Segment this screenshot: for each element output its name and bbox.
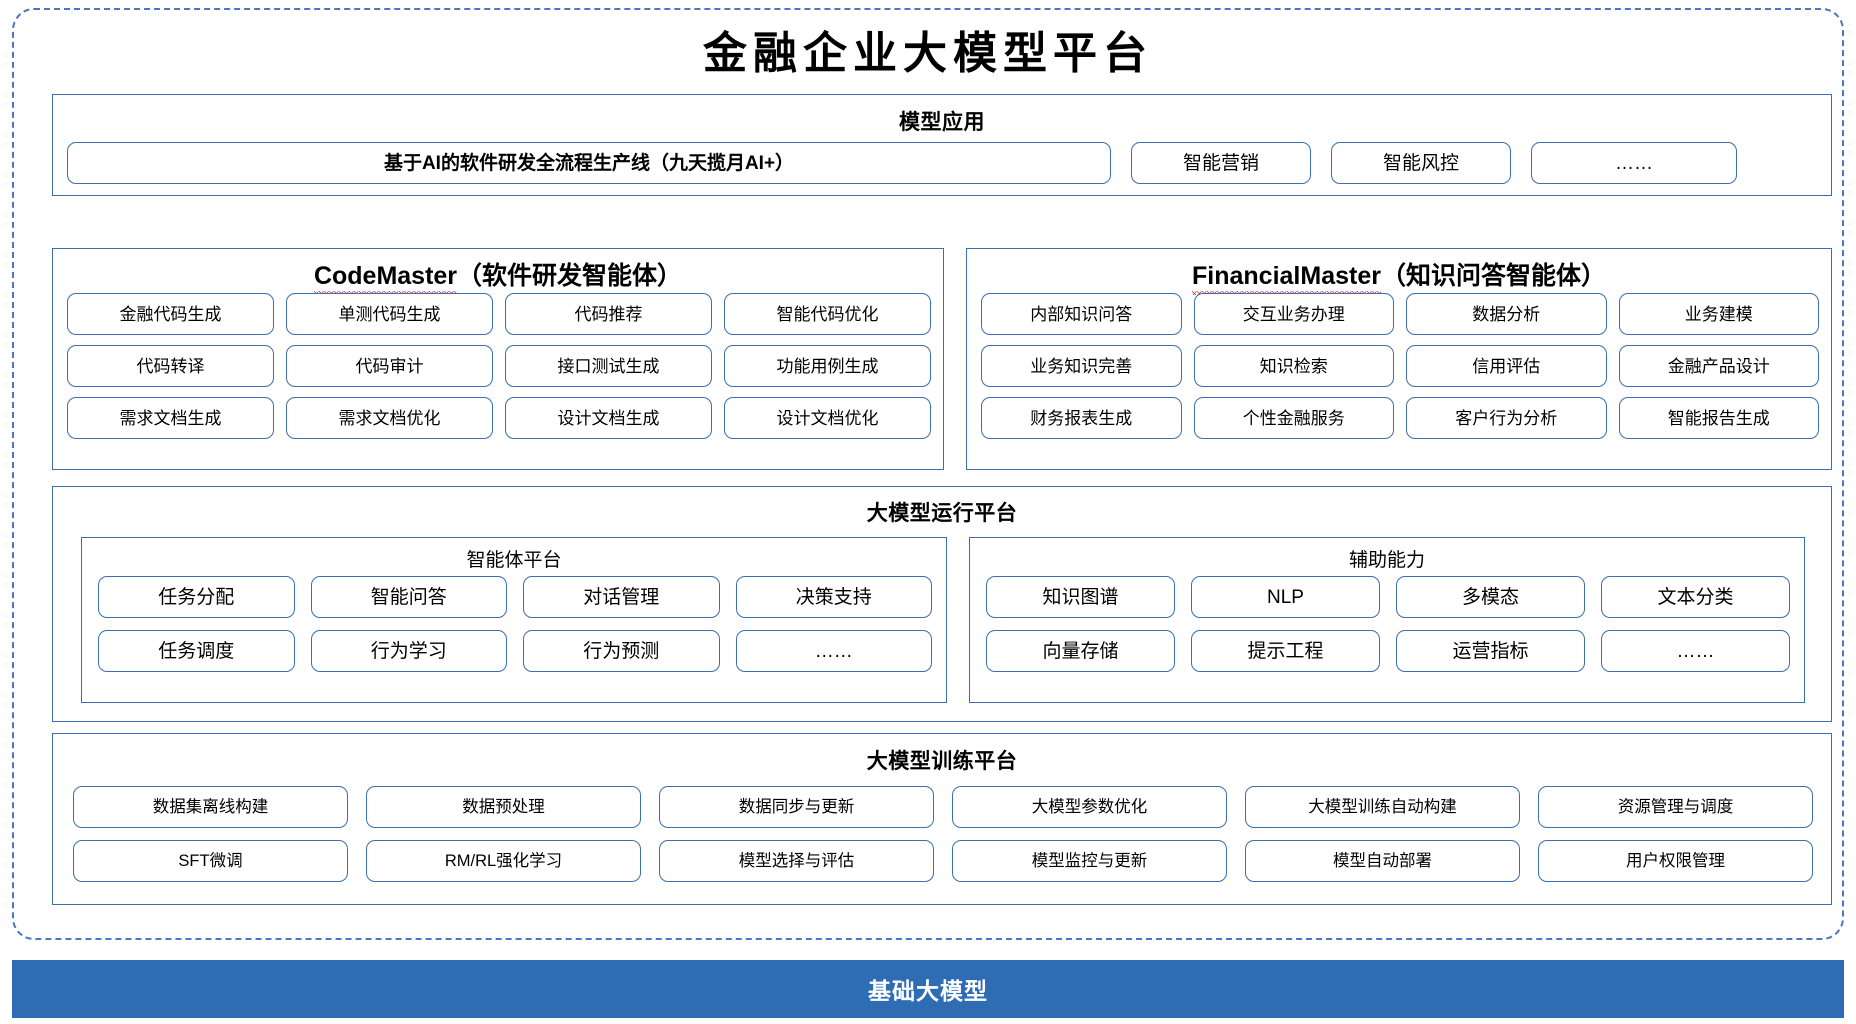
training-pill-3[interactable]: 大模型参数优化 (952, 786, 1227, 828)
financialmaster-pill-4[interactable]: 业务知识完善 (981, 345, 1182, 387)
codemaster-pill-3[interactable]: 智能代码优化 (724, 293, 931, 335)
training-pill-5[interactable]: 资源管理与调度 (1538, 786, 1813, 828)
financialmaster-suffix: （知识问答智能体） (1380, 262, 1606, 290)
financialmaster-pill-9[interactable]: 个性金融服务 (1193, 397, 1394, 439)
financialmaster-capability-grid: 内部知识问答 交互业务办理 数据分析 业务建模 业务知识完善 知识检索 信用评估… (981, 293, 1819, 439)
section-training-platform: 大模型训练平台 数据集离线构建 数据预处理 数据同步与更新 大模型参数优化 大模… (52, 733, 1832, 905)
section-title-model-applications: 模型应用 (899, 111, 985, 134)
codemaster-pill-10[interactable]: 设计文档生成 (505, 397, 712, 439)
codemaster-pill-6[interactable]: 接口测试生成 (505, 345, 712, 387)
subsection-title-agent-platform: 智能体平台 (466, 550, 562, 571)
financialmaster-pill-2[interactable]: 数据分析 (1406, 293, 1607, 335)
training-pill-9[interactable]: 模型监控与更新 (952, 840, 1227, 882)
agent-platform-pill-1[interactable]: 智能问答 (310, 576, 507, 618)
codemaster-suffix: （软件研发智能体） (457, 262, 683, 290)
codemaster-capability-grid: 金融代码生成 单测代码生成 代码推荐 智能代码优化 代码转译 代码审计 接口测试… (67, 293, 931, 439)
financialmaster-name: FinancialMaster (1192, 262, 1381, 295)
subsection-agent-platform: 智能体平台 任务分配 智能问答 对话管理 决策支持 任务调度 行为学习 行为预测… (81, 537, 947, 703)
section-title-training-platform: 大模型训练平台 (866, 750, 1018, 773)
codemaster-pill-11[interactable]: 设计文档优化 (724, 397, 931, 439)
financialmaster-pill-8[interactable]: 财务报表生成 (981, 397, 1182, 439)
financialmaster-pill-0[interactable]: 内部知识问答 (981, 293, 1182, 335)
section-runtime-platform: 大模型运行平台 智能体平台 任务分配 智能问答 对话管理 决策支持 任务调度 行… (52, 486, 1832, 722)
auxiliary-pill-0[interactable]: 知识图谱 (986, 576, 1175, 618)
codemaster-pill-2[interactable]: 代码推荐 (505, 293, 712, 335)
agent-platform-pill-0[interactable]: 任务分配 (98, 576, 295, 618)
agent-platform-pill-3[interactable]: 决策支持 (735, 576, 932, 618)
codemaster-pill-9[interactable]: 需求文档优化 (286, 397, 493, 439)
agent-platform-pill-2[interactable]: 对话管理 (523, 576, 720, 618)
section-codemaster: CodeMaster（软件研发智能体） 金融代码生成 单测代码生成 代码推荐 智… (52, 248, 944, 470)
training-pill-8[interactable]: 模型选择与评估 (659, 840, 934, 882)
training-pill-6[interactable]: SFT微调 (73, 840, 348, 882)
codemaster-pill-1[interactable]: 单测代码生成 (286, 293, 493, 335)
agent-platform-pill-7[interactable]: …… (735, 630, 932, 672)
financialmaster-pill-11[interactable]: 智能报告生成 (1618, 397, 1819, 439)
auxiliary-pill-3[interactable]: 文本分类 (1601, 576, 1790, 618)
agent-platform-pill-6[interactable]: 行为预测 (523, 630, 720, 672)
app-pill-smart-marketing[interactable]: 智能营销 (1131, 142, 1311, 184)
subsection-title-auxiliary-capability: 辅助能力 (1348, 550, 1425, 571)
financialmaster-pill-1[interactable]: 交互业务办理 (1193, 293, 1394, 335)
foundation-model-label: 基础大模型 (868, 978, 988, 1004)
financialmaster-pill-3[interactable]: 业务建模 (1618, 293, 1819, 335)
auxiliary-pill-1[interactable]: NLP (1191, 576, 1380, 618)
section-financialmaster: FinancialMaster（知识问答智能体） 内部知识问答 交互业务办理 数… (966, 248, 1832, 470)
training-pill-4[interactable]: 大模型训练自动构建 (1245, 786, 1520, 828)
section-title-financialmaster: FinancialMaster（知识问答智能体） (967, 256, 1831, 295)
page-title: 金融企业大模型平台 (703, 28, 1153, 79)
section-title-codemaster: CodeMaster（软件研发智能体） (53, 256, 943, 295)
financialmaster-pill-10[interactable]: 客户行为分析 (1406, 397, 1607, 439)
auxiliary-pill-2[interactable]: 多模态 (1396, 576, 1585, 618)
codemaster-pill-8[interactable]: 需求文档生成 (67, 397, 274, 439)
training-pill-10[interactable]: 模型自动部署 (1245, 840, 1520, 882)
foundation-model-bar: 基础大模型 (12, 960, 1844, 1018)
codemaster-pill-4[interactable]: 代码转译 (67, 345, 274, 387)
section-model-applications: 模型应用 基于AI的软件研发全流程生产线（九天揽月AI+） 智能营销 智能风控 … (52, 94, 1832, 196)
agent-platform-pill-4[interactable]: 任务调度 (98, 630, 295, 672)
financialmaster-pill-7[interactable]: 金融产品设计 (1618, 345, 1819, 387)
auxiliary-capability-grid: 知识图谱 NLP 多模态 文本分类 向量存储 提示工程 运营指标 …… (986, 576, 1790, 672)
agent-platform-grid: 任务分配 智能问答 对话管理 决策支持 任务调度 行为学习 行为预测 …… (98, 576, 932, 672)
outer-dashed-frame (12, 8, 1844, 940)
training-platform-grid: 数据集离线构建 数据预处理 数据同步与更新 大模型参数优化 大模型训练自动构建 … (73, 786, 1813, 882)
subsection-auxiliary-capability: 辅助能力 知识图谱 NLP 多模态 文本分类 向量存储 提示工程 运营指标 …… (969, 537, 1805, 703)
auxiliary-pill-4[interactable]: 向量存储 (986, 630, 1175, 672)
training-pill-1[interactable]: 数据预处理 (366, 786, 641, 828)
section-title-runtime-platform: 大模型运行平台 (866, 502, 1018, 525)
app-pill-ai-sdlc[interactable]: 基于AI的软件研发全流程生产线（九天揽月AI+） (67, 142, 1111, 184)
codemaster-pill-7[interactable]: 功能用例生成 (724, 345, 931, 387)
agent-platform-pill-5[interactable]: 行为学习 (310, 630, 507, 672)
auxiliary-pill-7[interactable]: …… (1601, 630, 1790, 672)
codemaster-pill-5[interactable]: 代码审计 (286, 345, 493, 387)
training-pill-0[interactable]: 数据集离线构建 (73, 786, 348, 828)
training-pill-2[interactable]: 数据同步与更新 (659, 786, 934, 828)
financialmaster-pill-5[interactable]: 知识检索 (1193, 345, 1394, 387)
auxiliary-pill-5[interactable]: 提示工程 (1191, 630, 1380, 672)
financialmaster-pill-6[interactable]: 信用评估 (1406, 345, 1607, 387)
app-pill-smart-risk-control[interactable]: 智能风控 (1331, 142, 1511, 184)
codemaster-pill-0[interactable]: 金融代码生成 (67, 293, 274, 335)
app-pill-more[interactable]: …… (1531, 142, 1737, 184)
auxiliary-pill-6[interactable]: 运营指标 (1396, 630, 1585, 672)
codemaster-name: CodeMaster (313, 262, 458, 295)
application-pill-row: 基于AI的软件研发全流程生产线（九天揽月AI+） 智能营销 智能风控 …… (67, 142, 1819, 184)
training-pill-7[interactable]: RM/RL强化学习 (366, 840, 641, 882)
training-pill-11[interactable]: 用户权限管理 (1538, 840, 1813, 882)
